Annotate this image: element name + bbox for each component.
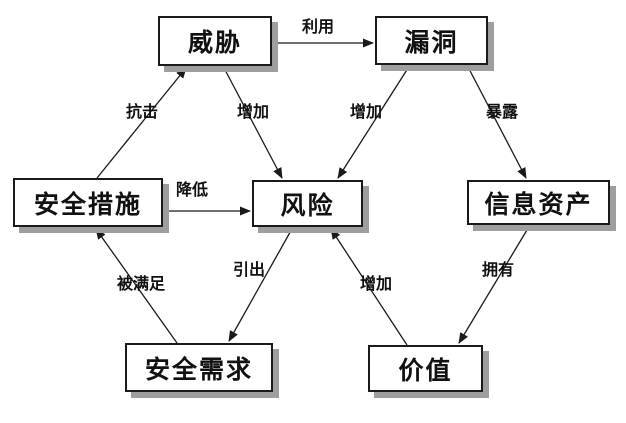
edge-expose-arrow	[466, 64, 527, 179]
edge-label-be-satisfied: 被满足	[116, 274, 166, 293]
edge-label-exploit: 利用	[301, 17, 335, 36]
node-information-assets: 信息资产	[467, 180, 610, 225]
edge-label-expose: 暴露	[485, 102, 519, 121]
edge-label-lead-to: 引出	[232, 260, 266, 279]
edge-label-increase-by-vulnerability: 增加	[349, 102, 383, 121]
edge-be-satisfied-arrow	[95, 228, 178, 344]
edge-label-own: 拥有	[481, 260, 515, 279]
edge-own-arrow	[458, 224, 531, 344]
edge-increase-by-value-arrow	[330, 228, 408, 346]
node-security-measures: 安全措施	[13, 178, 163, 227]
edge-increase-by-threat-arrow	[222, 65, 283, 179]
edge-label-reduce: 降低	[175, 180, 209, 199]
edge-lead-to-arrow	[228, 226, 294, 342]
node-threat: 威胁	[158, 16, 272, 66]
node-vulnerability: 漏洞	[375, 16, 488, 65]
edge-resist-arrow	[96, 67, 187, 179]
edge-label-resist: 抗击	[125, 102, 159, 121]
edge-label-increase-by-value: 增加	[359, 274, 393, 293]
node-security-requirements: 安全需求	[125, 343, 273, 392]
edge-label-increase-by-threat: 增加	[236, 102, 270, 121]
edge-increase-by-vulnerability-arrow	[337, 64, 411, 179]
node-value: 价值	[368, 345, 483, 392]
node-risk: 风险	[252, 180, 363, 227]
